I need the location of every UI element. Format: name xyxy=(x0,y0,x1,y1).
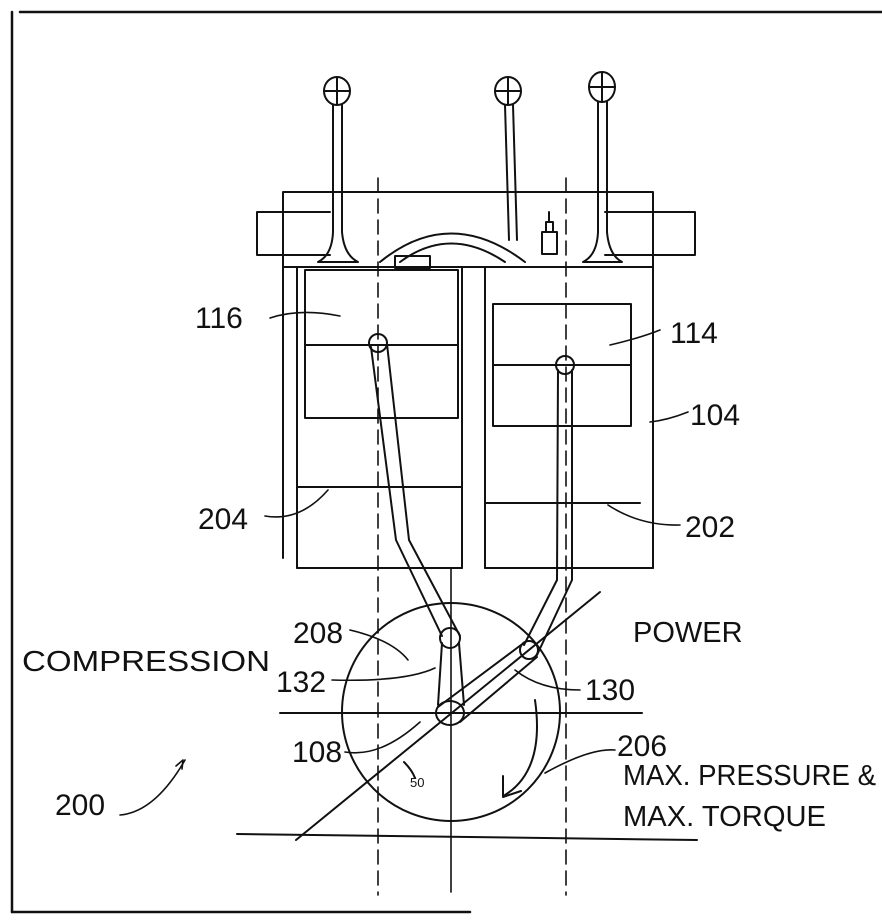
angle-mark-50 xyxy=(403,761,416,779)
connecting-rod-left xyxy=(368,333,465,706)
label-206: 206 xyxy=(617,730,667,763)
caption-compression: COMPRESSION xyxy=(22,646,270,678)
diagonal-reference xyxy=(295,591,601,841)
caption-max-pressure: MAX. PRESSURE & xyxy=(623,760,876,792)
label-132: 132 xyxy=(276,666,326,699)
connecting-rod-right xyxy=(519,355,575,660)
leader-lines xyxy=(119,311,689,816)
label-114: 114 xyxy=(670,317,718,350)
label-116: 116 xyxy=(195,302,243,335)
cylinder-right xyxy=(484,266,654,569)
valve-right xyxy=(582,71,623,263)
crank-arm xyxy=(435,644,538,726)
cylinder-head xyxy=(256,191,696,269)
captions: COMPRESSION POWER MAX. PRESSURE & MAX. T… xyxy=(22,617,876,833)
label-208: 208 xyxy=(293,617,343,650)
base-line xyxy=(236,833,698,841)
label-200: 200 xyxy=(55,789,105,822)
cylinder-centerlines xyxy=(377,177,567,896)
label-50: 50 xyxy=(410,775,424,790)
rotation-arrow xyxy=(502,699,538,798)
caption-power: POWER xyxy=(633,617,743,649)
label-108: 108 xyxy=(292,736,342,769)
valve-middle xyxy=(494,76,522,241)
label-202: 202 xyxy=(685,511,735,544)
label-130: 130 xyxy=(585,674,635,707)
label-204: 204 xyxy=(198,503,248,536)
label-104: 104 xyxy=(690,399,740,432)
caption-max-torque: MAX. TORQUE xyxy=(623,801,826,833)
reference-labels: 116 114 104 204 202 208 132 130 108 206 … xyxy=(55,302,740,822)
figure-border xyxy=(10,10,882,914)
cylinder-left xyxy=(282,266,463,569)
valve-left xyxy=(317,76,359,263)
